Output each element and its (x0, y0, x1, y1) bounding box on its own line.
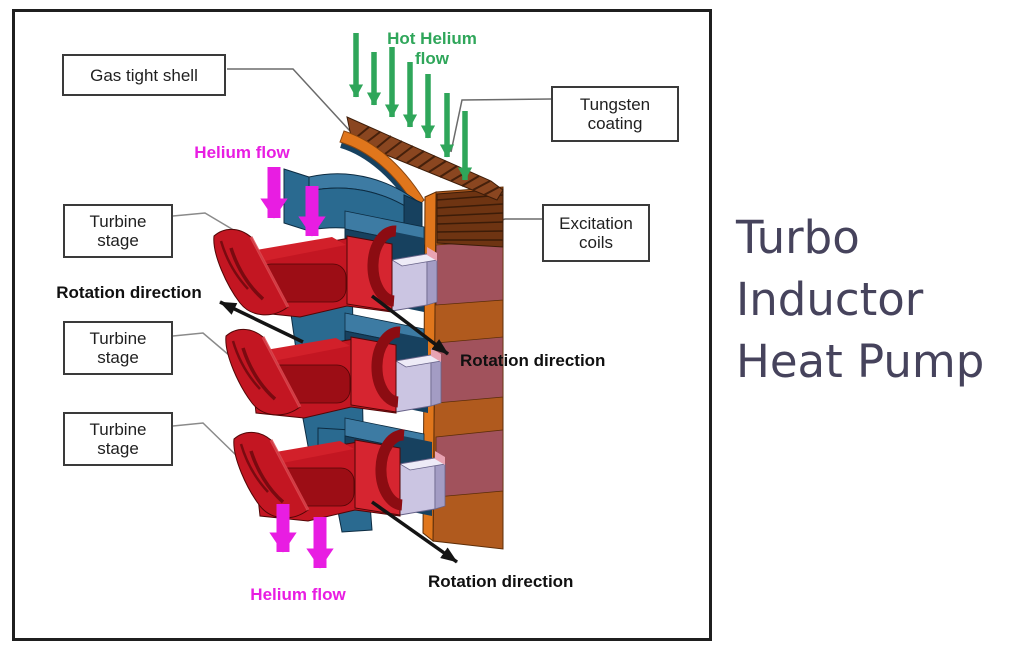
callout-label: Gas tight shell (90, 65, 198, 85)
callout-label: stage (97, 439, 139, 458)
callout-label: Turbine (89, 329, 147, 348)
hot-helium-flow-line2: flow (415, 49, 449, 68)
hot-helium-flow-arrows (348, 33, 473, 181)
callout-label: stage (97, 348, 139, 367)
helium-flow-arrows (260, 167, 334, 569)
slide-title-line3: Heat Pump (736, 335, 985, 388)
diagram-frame (12, 9, 712, 641)
rotation-direction-label-middle: Rotation direction (460, 351, 606, 370)
callout-turbine-stage-2: Turbine stage (63, 321, 173, 375)
callout-tungsten-coating: Tungsten coating (551, 86, 679, 142)
rotation-direction-arrows (219, 294, 459, 564)
helium-flow-label-bottom: Helium flow (250, 585, 346, 604)
slide-title-line1: Turbo (736, 211, 860, 264)
leader-lines (172, 68, 552, 460)
callout-label: coating (587, 114, 643, 133)
leader-gas-tight-shell (227, 68, 351, 132)
callout-turbine-stage-1: Turbine stage (63, 204, 173, 258)
callout-gas-tight-shell: Gas tight shell (62, 54, 226, 96)
slide-title: Turbo Inductor Heat Pump (736, 207, 984, 393)
callout-label: Turbine (89, 420, 147, 439)
callout-label: Turbine (89, 212, 147, 231)
leader-tungsten-coating (450, 98, 552, 153)
callout-label: coils (578, 233, 613, 252)
hot-helium-flow-line1: Hot Helium (387, 29, 477, 48)
callout-label: Excitation (559, 214, 633, 233)
slide-title-line2: Inductor (736, 273, 924, 326)
callout-label: stage (97, 231, 139, 250)
hot-helium-flow-label: Hot Helium flow (378, 29, 486, 69)
callout-turbine-stage-3: Turbine stage (63, 412, 173, 466)
callout-excitation-coils: Excitation coils (542, 204, 650, 262)
rotation-direction-label-left: Rotation direction (56, 283, 202, 302)
rotation-direction-label-bottom: Rotation direction (428, 572, 574, 591)
leader-turbine-stage-3 (172, 422, 241, 460)
helium-flow-label-top: Helium flow (194, 143, 290, 162)
callout-label: Tungsten (579, 95, 651, 114)
